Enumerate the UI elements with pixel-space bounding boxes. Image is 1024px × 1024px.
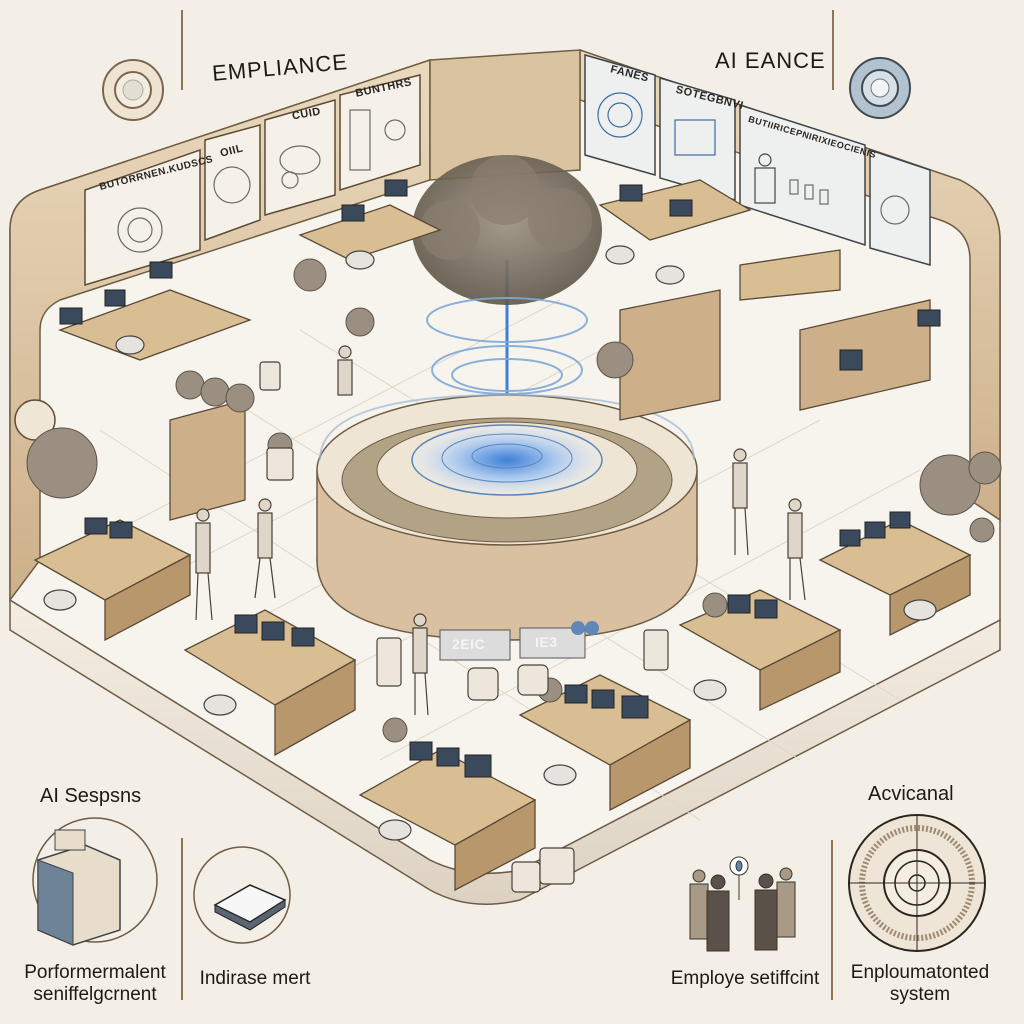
- caption-line1: Indirase mert: [199, 968, 311, 989]
- caption-performance: Porformermalent seniffelgcrnent: [10, 962, 180, 1006]
- side-label-left: AI Sespsns: [40, 785, 142, 807]
- caption-line1: Enploumatonted: [850, 962, 990, 983]
- caption-line2: seniffelgcrnent: [33, 984, 157, 1005]
- caption-line2: system: [889, 984, 951, 1005]
- header-right-title: AI EANCE: [715, 48, 826, 73]
- platform-sign-left: 2EIC: [452, 636, 486, 652]
- side-label-right: Acvicanal: [868, 783, 954, 805]
- caption-system: Enploumatonted system: [845, 962, 995, 1006]
- bottom-icon-1: [32, 817, 158, 946]
- caption-line1: Porformermalent: [24, 962, 166, 983]
- desk-groups: [33, 179, 972, 892]
- caption-employee: Employe setiffcint: [660, 968, 830, 990]
- bottom-icon-4: [848, 814, 986, 952]
- bottom-icon-2: [193, 846, 291, 944]
- caption-increase: Indirase mert: [190, 968, 320, 990]
- right-wall-emblem: [849, 57, 911, 119]
- platform-sign-right: IE3: [535, 634, 558, 650]
- caption-line1: Employe setiffcint: [670, 968, 820, 989]
- bottom-icon-3: [689, 856, 796, 952]
- left-wall-emblem: [102, 59, 164, 121]
